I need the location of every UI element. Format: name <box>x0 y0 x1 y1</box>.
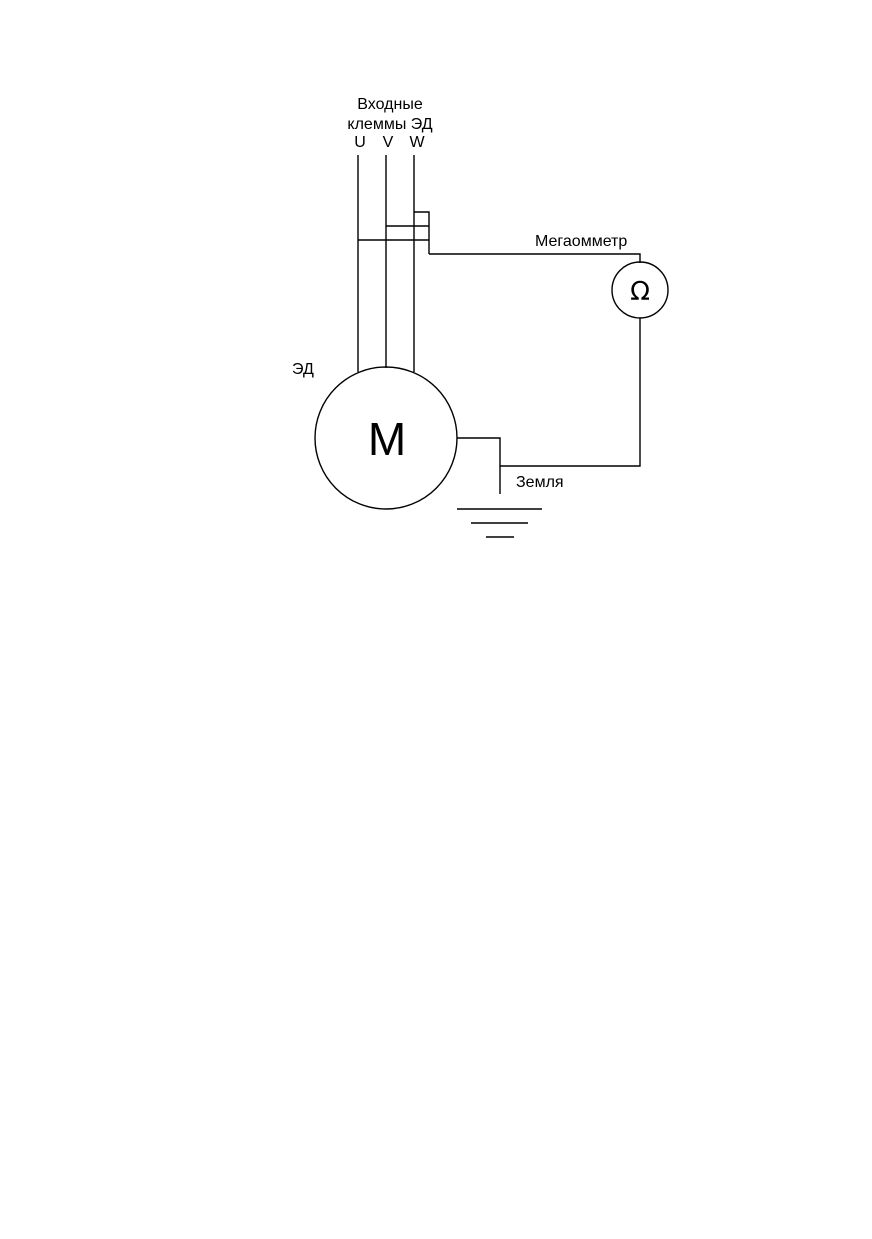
phase-v-label: V <box>383 134 394 151</box>
motor-frame-ground-wire <box>457 437 501 494</box>
shorting-jumper <box>358 211 430 254</box>
phase-w-label: W <box>409 134 425 151</box>
ohm-icon: Ω <box>630 277 650 307</box>
motor-m-letter: M <box>368 413 406 465</box>
input-terminals-title-line2: клеммы ЭД <box>347 116 432 133</box>
phase-u-label: U <box>354 134 366 151</box>
motor-label: ЭД <box>292 361 314 378</box>
ground-label: Земля <box>516 474 564 491</box>
megohmmeter-lead-wire <box>429 253 641 263</box>
ground-return-wire <box>500 318 641 467</box>
input-terminals-title-line1: Входные <box>357 96 423 113</box>
megohmmeter-label: Мегаомметр <box>535 233 627 250</box>
ground-icon <box>457 508 542 538</box>
